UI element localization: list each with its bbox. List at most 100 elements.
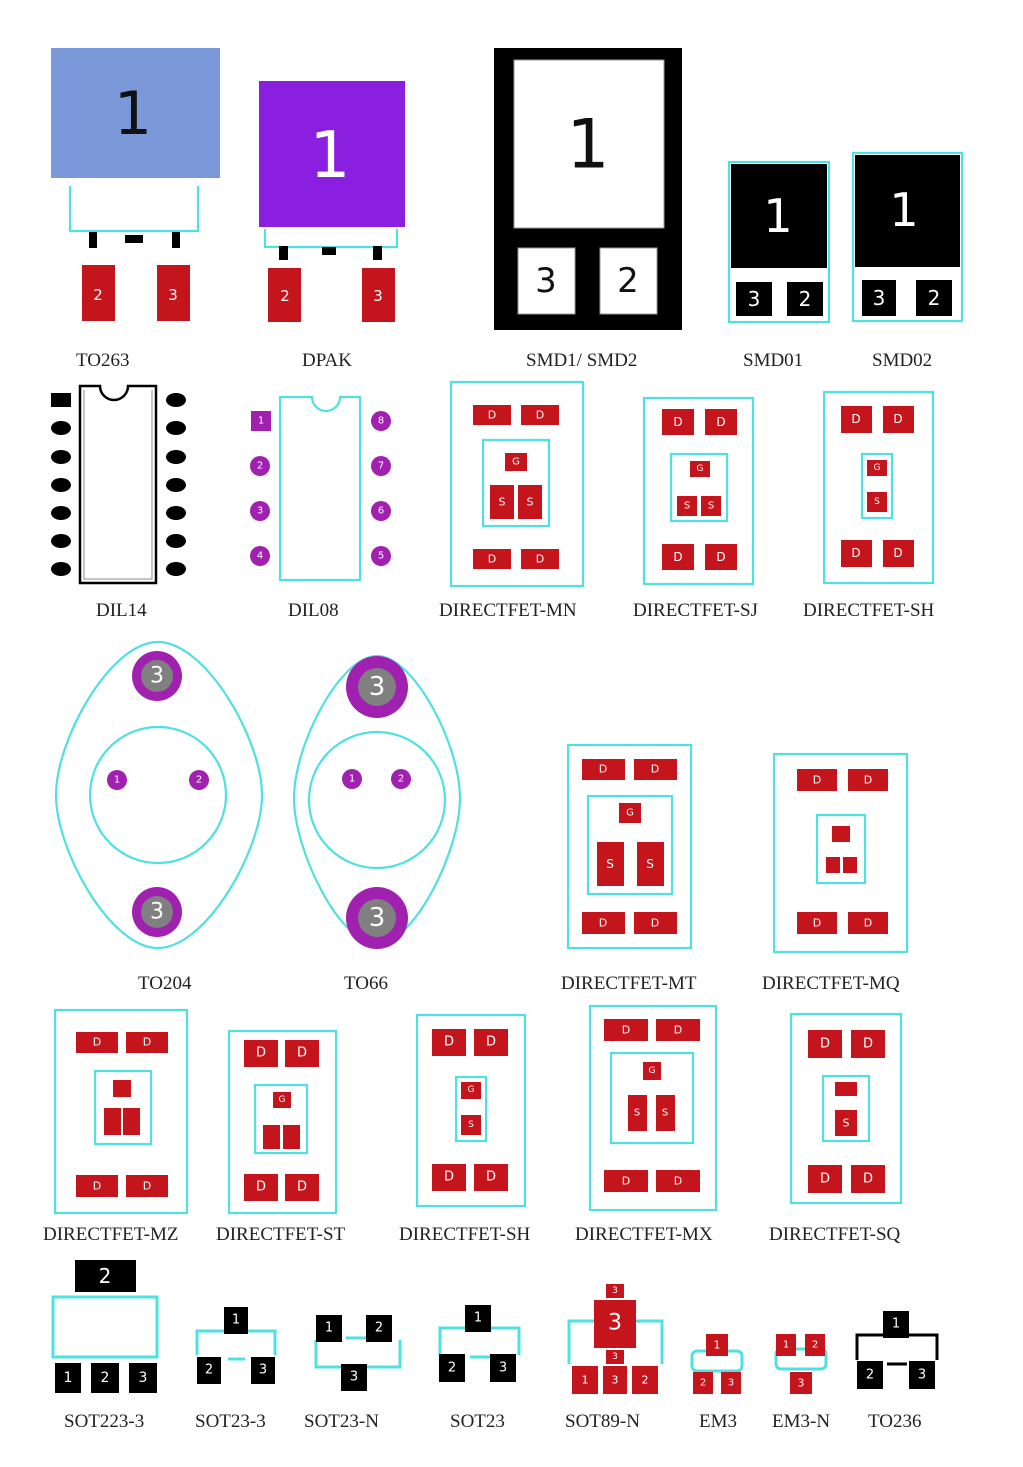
dpak-pin-3 xyxy=(362,268,395,322)
dfsh1-name: DIRECTFET-SH xyxy=(803,600,935,621)
dfsh1-pad-d-label: D xyxy=(893,546,902,560)
dpak-pin-2-label: 2 xyxy=(280,287,290,305)
to263-body-label: 1 xyxy=(114,79,152,149)
dfmx-pad-g xyxy=(643,1062,661,1080)
package-directfet-st: D D G D D DIRECTFET-ST xyxy=(216,1029,346,1245)
smd01-body-label: 1 xyxy=(763,189,792,243)
package-to236: 1 2 3 TO236 xyxy=(855,1311,939,1432)
to263-tab-mid xyxy=(125,235,143,243)
dfmx-pad-s-label: S xyxy=(662,1108,668,1119)
em3-pin-3 xyxy=(721,1372,741,1394)
to263-pin-2-label: 2 xyxy=(93,286,103,304)
dfmt-pad-d-label: D xyxy=(651,763,659,776)
dfsj-pad-s xyxy=(701,496,721,516)
sot223-pin-2-tab-label: 2 xyxy=(99,1264,112,1288)
dfst-pad-d xyxy=(244,1174,278,1201)
to236-pin-3 xyxy=(909,1361,935,1389)
package-sot23-3: 1 2 3 SOT23-3 xyxy=(195,1307,277,1432)
dpak-outline xyxy=(263,229,399,249)
dfsh1-inner xyxy=(860,452,894,520)
dfmq-pad-s xyxy=(843,857,857,873)
dfsq-pad-d xyxy=(851,1165,885,1193)
to66-pin-1 xyxy=(342,769,362,789)
dfsh1-pad-d-label: D xyxy=(851,412,860,426)
dpak-tab-mid xyxy=(322,247,336,255)
dfsh1-pad-s-label: S xyxy=(874,497,880,507)
smd02-pin-3-label: 3 xyxy=(873,286,886,310)
sot233-pin-1 xyxy=(224,1307,248,1334)
sot23-outline xyxy=(438,1326,521,1355)
dfst-pad-d-label: D xyxy=(297,1180,307,1195)
dfst-pad-s xyxy=(263,1125,280,1149)
dfmq-pad-s xyxy=(826,857,840,873)
smd02-body xyxy=(855,155,960,267)
package-directfet-mq: D D D D DIRECTFET-MQ xyxy=(762,752,909,994)
dfsj-pad-d-label: D xyxy=(673,415,682,429)
dfmq-inner xyxy=(815,813,867,885)
sot89n-pin-3-mid xyxy=(606,1350,624,1364)
dfmn-pad-d-label: D xyxy=(536,553,544,566)
dfsj-name: DIRECTFET-SJ xyxy=(633,600,758,621)
dfmt-pad-d-label: D xyxy=(599,763,607,776)
dfst-outline xyxy=(227,1029,338,1215)
sot23-pin-2-label: 2 xyxy=(448,1361,456,1376)
to204-pin-3-bottom-label: 3 xyxy=(150,900,164,925)
dfmz-pad-d xyxy=(76,1032,118,1053)
dfsj-pad-d-label: D xyxy=(716,550,725,564)
dfmx-pad-s-label: S xyxy=(634,1108,640,1119)
dil08-pin-8 xyxy=(371,411,391,431)
dfsh1-outline xyxy=(822,390,935,585)
to204-name: TO204 xyxy=(138,973,192,994)
package-directfet-sj: D D G S S D D DIRECTFET-SJ xyxy=(633,396,758,621)
sot223-pin-2-tab xyxy=(75,1260,136,1292)
smd02-body-label: 1 xyxy=(889,183,918,237)
dil14-pin xyxy=(51,562,71,576)
dfsq-pad-d-label: D xyxy=(820,1172,830,1187)
dil08-pin-1-label: 1 xyxy=(258,416,264,427)
dfsh1-pad-d xyxy=(841,540,872,567)
dil08-pin-5-label: 5 xyxy=(378,551,384,562)
dfmn-pad-d-label: D xyxy=(488,409,496,422)
em3-pin-1 xyxy=(706,1334,728,1356)
smd01-name: SMD01 xyxy=(743,350,803,371)
dfsj-pad-d xyxy=(662,409,694,435)
dil08-name: DIL08 xyxy=(288,600,339,621)
dfst-inner xyxy=(253,1083,309,1155)
dfsh1-pad-d xyxy=(841,406,872,433)
sot233-pin-2-label: 2 xyxy=(205,1363,213,1378)
to204-pin-3-top-hole xyxy=(141,660,173,692)
package-directfet-sq: D D S D D DIRECTFET-SQ xyxy=(769,1012,903,1245)
dfst-pad-d-label: D xyxy=(256,1180,266,1195)
dfmz-pad-d xyxy=(126,1032,168,1053)
package-to66: 3 1 2 3 TO66 xyxy=(292,654,462,994)
dfsq-pad-s-label: S xyxy=(843,1117,850,1130)
dfsh2-pad-d xyxy=(432,1164,466,1191)
smd12-pin-3 xyxy=(517,247,576,315)
package-directfet-sh-2: D D G S D D DIRECTFET-SH xyxy=(399,1013,531,1245)
dfmt-pad-d xyxy=(582,759,625,780)
sot89n-tab-label: 3 xyxy=(608,1311,622,1336)
dfst-pad-s xyxy=(283,1125,300,1149)
to236-outline xyxy=(855,1333,939,1360)
sot23-pin-1 xyxy=(465,1305,491,1332)
dfmq-pad-d xyxy=(797,912,837,934)
dfmq-pad-d-label: D xyxy=(813,917,821,930)
to236-pin-1-label: 1 xyxy=(892,1317,900,1332)
package-smd02: 1 3 2 SMD02 xyxy=(851,151,964,371)
em3-name: EM3 xyxy=(699,1411,737,1432)
smd01-pin-2 xyxy=(787,282,823,316)
sot89n-pin-3-mid-label: 3 xyxy=(612,1352,618,1362)
smd01-pin-3-label: 3 xyxy=(748,287,761,311)
sot233-pin-1-label: 1 xyxy=(232,1313,240,1328)
dfsq-pad-d-label: D xyxy=(863,1172,873,1187)
dfmq-name: DIRECTFET-MQ xyxy=(762,973,900,994)
dfsj-pad-d xyxy=(662,544,694,570)
dil14-pin xyxy=(166,450,186,464)
package-dil08: 1 2 3 4 8 7 6 5 DIL08 xyxy=(250,395,391,621)
dfmn-pad-s-label: S xyxy=(527,496,534,509)
sot233-pin-3 xyxy=(251,1357,275,1384)
sot23n-name: SOT23-N xyxy=(304,1411,379,1432)
dil14-pin xyxy=(166,562,186,576)
to66-pin-3-bottom-hole xyxy=(358,899,396,937)
em3n-outline xyxy=(774,1347,828,1371)
